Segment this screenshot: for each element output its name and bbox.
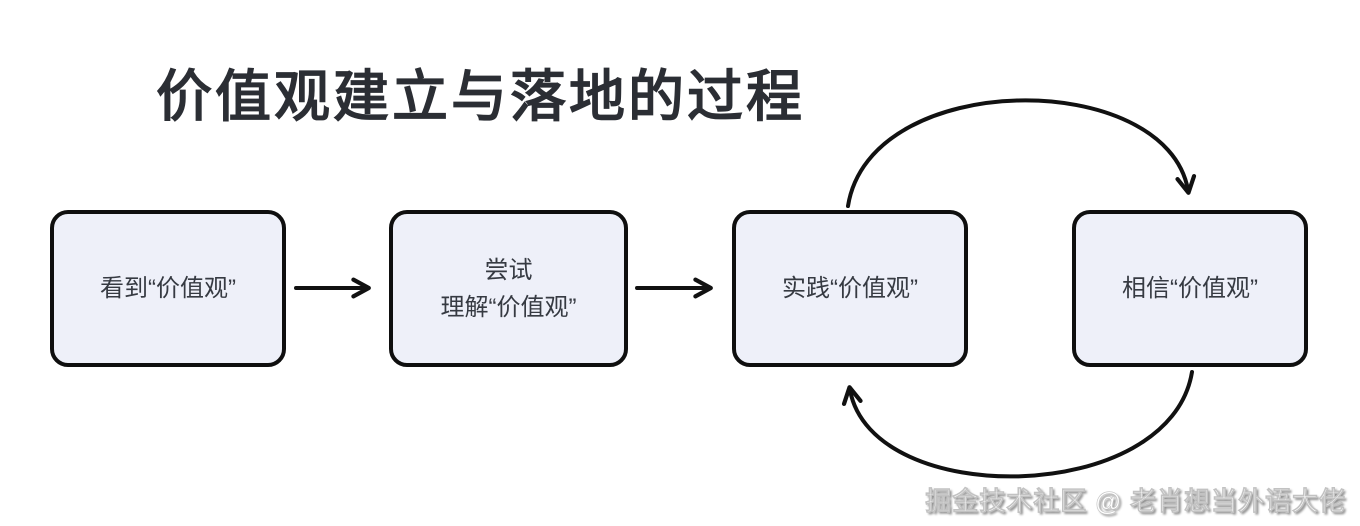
node-believe-values-label: 相信“价值观”: [1122, 275, 1258, 302]
node-try-understand-line2: 理解“价值观”: [440, 293, 577, 321]
watermark: 掘金技术社区 @ 老肖想当外语大佬: [925, 486, 1346, 517]
node-see-values-label: 看到“价值观”: [100, 275, 236, 302]
node-try-understand-line1: 尝试: [484, 256, 533, 284]
node-see-values: 看到“价值观”: [50, 210, 286, 367]
arrow-believe-to-practice-curve: [841, 370, 1194, 479]
diagram-title: 价值观建立与落地的过程: [156, 65, 805, 128]
node-practice-values-label: 实践“价值观”: [782, 275, 918, 302]
node-practice-values: 实践“价值观”: [732, 210, 968, 367]
node-believe-values: 相信“价值观”: [1072, 210, 1308, 367]
arrow-practice-to-believe-curve: [846, 98, 1197, 208]
node-try-understand-values: 尝试 理解“价值观”: [389, 210, 628, 367]
